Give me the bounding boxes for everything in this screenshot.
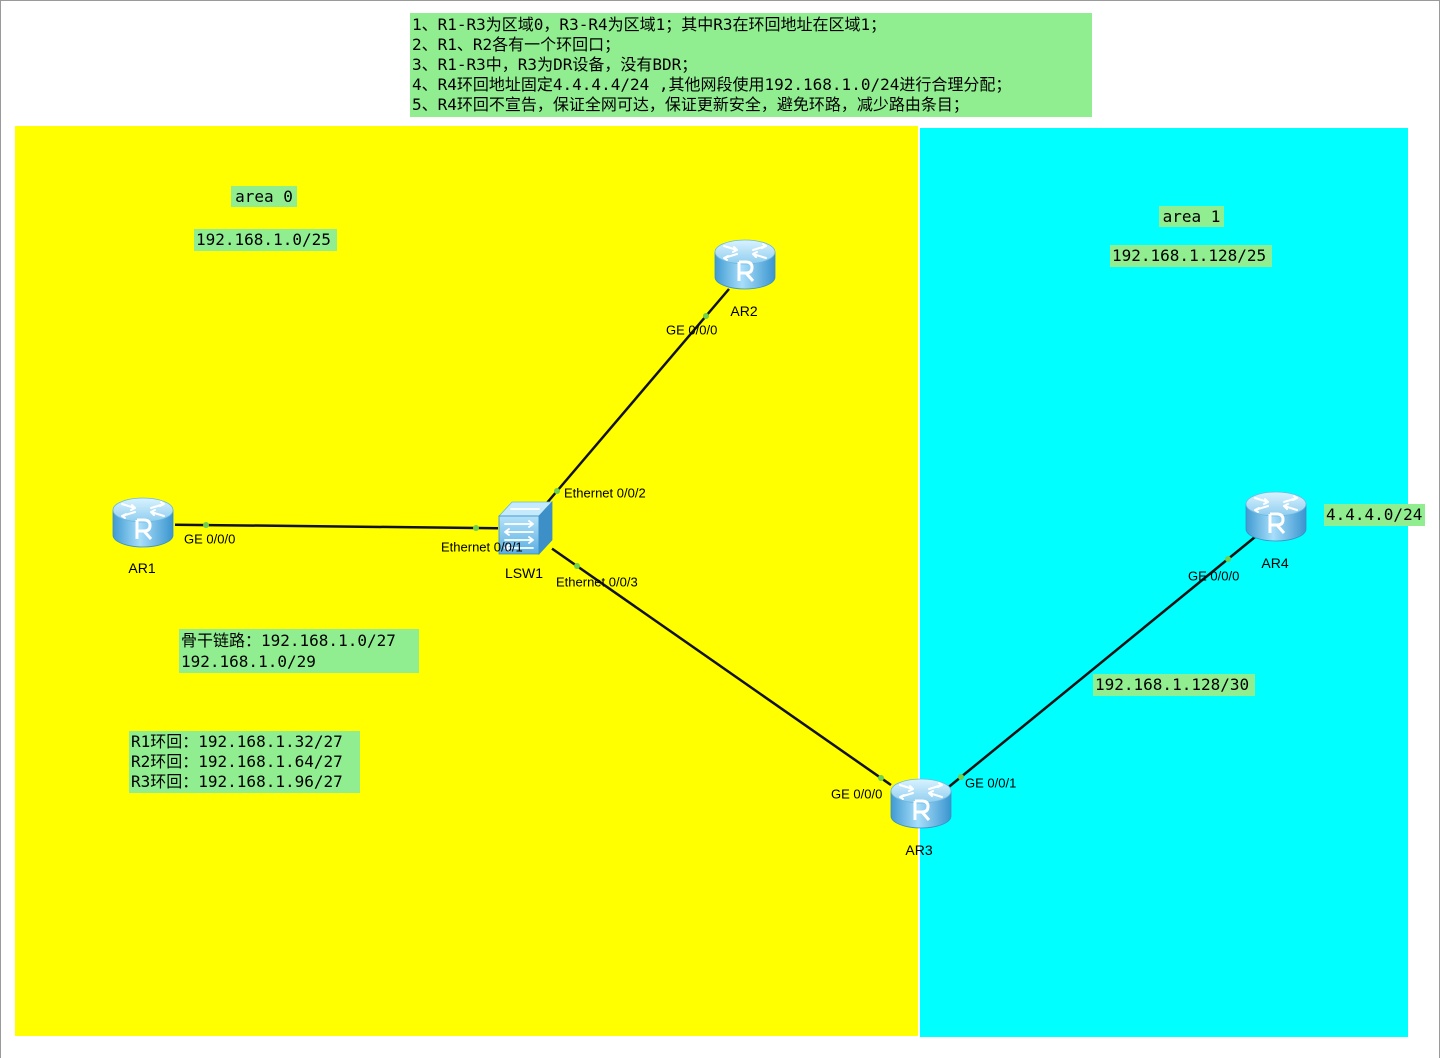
device-label-ar1: AR1 (128, 560, 155, 576)
link-ar3-ar4[interactable] (946, 536, 1256, 790)
link-ar1-lsw1[interactable] (174, 523, 499, 530)
port-dot (878, 775, 884, 781)
port-label-lsw1-eth001: Ethernet 0/0/1 (441, 540, 523, 555)
backbone-line-2: 192.168.1.0/29 (181, 652, 316, 671)
router-icon[interactable] (890, 777, 952, 830)
link-lsw1-ar3[interactable] (551, 547, 892, 787)
requirement-line-1: 1、R1-R3为区域0，R3-R4为区域1；其中R3在环回地址在区域1； (412, 15, 887, 34)
requirement-line-3: 3、R1-R3中，R3为DR设备，没有BDR； (412, 55, 698, 74)
port-label-ar3-ge000: GE 0/0/0 (831, 787, 882, 802)
port-dot (554, 488, 560, 494)
port-dot (203, 522, 209, 528)
port-label-lsw1-eth003: Ethernet 0/0/3 (556, 575, 638, 590)
area-0-subnet-label[interactable]: 192.168.1.0/25 (194, 229, 337, 251)
port-label-ar3-ge001: GE 0/0/1 (965, 776, 1016, 791)
device-label-ar4: AR4 (1261, 555, 1288, 571)
port-label-ar4-ge000: GE 0/0/0 (1188, 569, 1239, 584)
requirements-note[interactable]: 1、R1-R3为区域0，R3-R4为区域1；其中R3在环回地址在区域1； 2、R… (410, 13, 1092, 117)
link-line[interactable] (551, 547, 892, 787)
requirement-line-5: 5、R4环回不宣告，保证全网可达，保证更新安全，避免环路，减少路由条目； (412, 95, 969, 114)
loopback-line-r2: R2环回：192.168.1.64/27 (131, 752, 343, 771)
port-label-lsw1-eth002: Ethernet 0/0/2 (564, 486, 646, 501)
area-1-label[interactable]: area 1 (1159, 206, 1224, 227)
link-line[interactable] (545, 288, 730, 505)
area-1-subnet-label[interactable]: 192.168.1.128/25 (1110, 245, 1272, 267)
port-dot (574, 563, 580, 569)
requirement-line-2: 2、R1、R2各有一个环回口； (412, 35, 621, 54)
link-line[interactable] (946, 536, 1256, 790)
port-dot (1225, 556, 1231, 562)
ar4-loopback-label[interactable]: 4.4.4.0/24 (1324, 504, 1425, 526)
router-icon[interactable] (1245, 490, 1307, 543)
device-lsw1[interactable]: LSW1 (498, 501, 553, 581)
device-ar1[interactable]: AR1 (112, 496, 174, 576)
ar3-ar4-subnet-label[interactable]: 192.168.1.128/30 (1093, 674, 1255, 696)
backbone-link-note[interactable]: 骨干链路：192.168.1.0/27 192.168.1.0/29 (179, 629, 419, 673)
link-line[interactable] (174, 523, 499, 530)
device-ar3[interactable]: AR3 (890, 777, 952, 858)
port-label-ar1-ge000: GE 0/0/0 (184, 532, 235, 547)
loopback-line-r1: R1环回：192.168.1.32/27 (131, 732, 343, 751)
backbone-line-1: 骨干链路：192.168.1.0/27 (181, 631, 396, 650)
area-0-label[interactable]: area 0 (231, 186, 297, 207)
device-ar4[interactable]: AR4 (1245, 490, 1307, 571)
port-dot (703, 313, 709, 319)
requirement-line-4: 4、R4环回地址固定4.4.4.4/24 ,其他网段使用192.168.1.0/… (412, 75, 1012, 94)
device-label-ar2: AR2 (730, 303, 757, 319)
port-dot (473, 525, 479, 531)
link-lsw1-ar2[interactable] (545, 288, 730, 505)
router-icon[interactable] (714, 238, 776, 291)
port-label-ar2-ge000: GE 0/0/0 (666, 323, 717, 338)
router-icon[interactable] (112, 496, 174, 549)
area-1-region[interactable] (920, 128, 1408, 1037)
device-label-ar3: AR3 (905, 842, 932, 858)
device-label-lsw1: LSW1 (505, 565, 543, 581)
loopback-line-r3: R3环回：192.168.1.96/27 (131, 772, 343, 791)
loopback-note[interactable]: R1环回：192.168.1.32/27 R2环回：192.168.1.64/2… (129, 731, 360, 793)
port-dot (958, 774, 964, 780)
device-ar2[interactable]: AR2 (714, 238, 776, 319)
